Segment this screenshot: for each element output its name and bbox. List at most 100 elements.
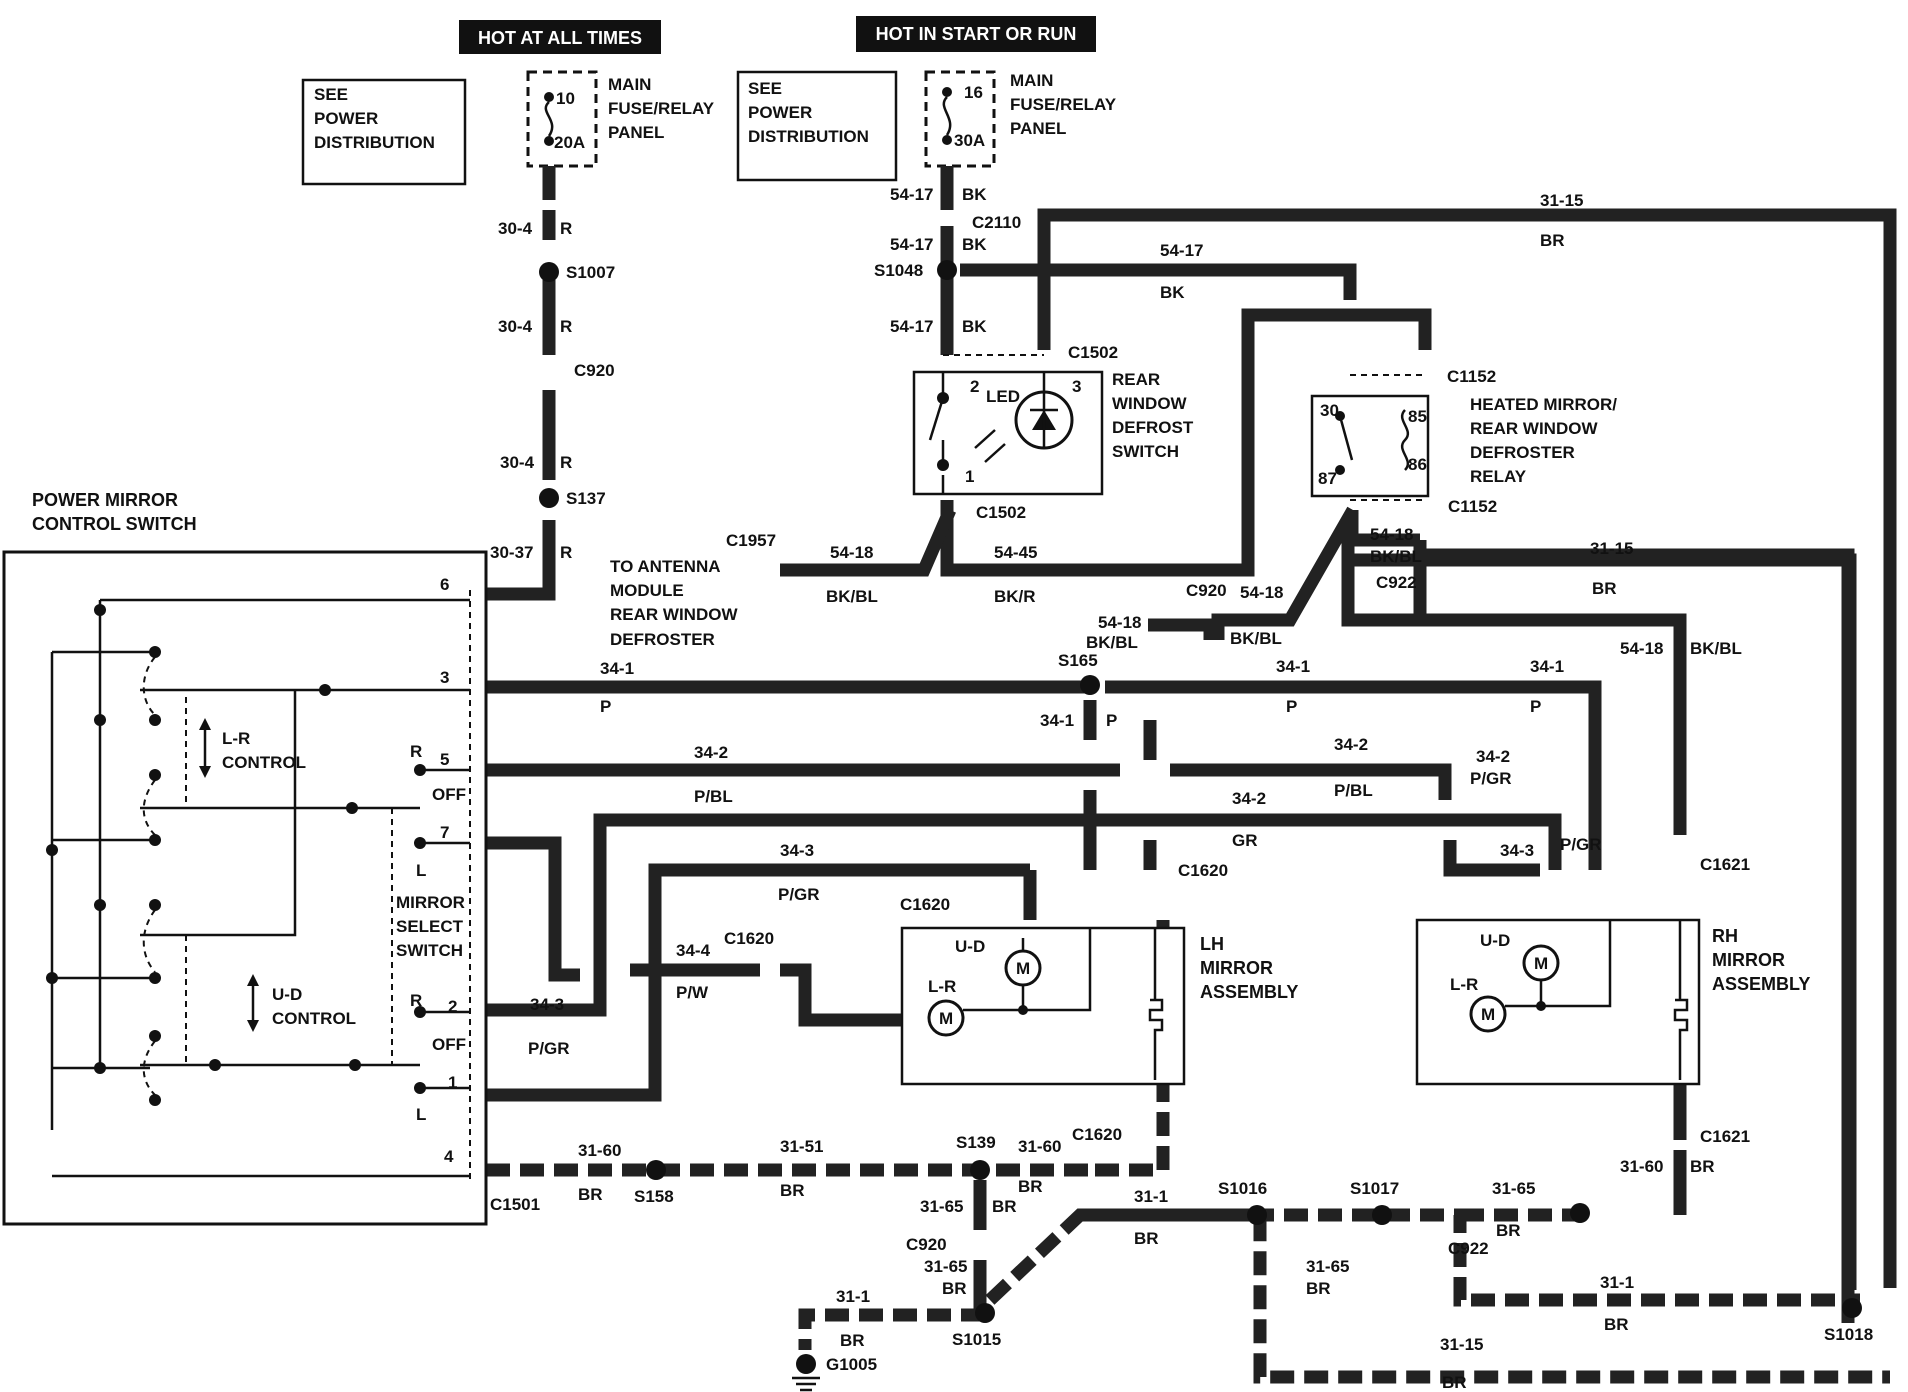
svg-text:34-1: 34-1 [600,659,634,678]
svg-text:DEFROSTER: DEFROSTER [1470,443,1575,462]
svg-text:34-4: 34-4 [676,941,711,960]
wire-54-18-circuit [780,506,1687,835]
svg-text:BR: BR [1496,1221,1521,1240]
splice-s158 [646,1160,666,1180]
svg-text:P/W: P/W [676,983,709,1002]
svg-text:S1015: S1015 [952,1330,1001,1349]
wire-30-4-circuit [486,166,556,601]
svg-text:U-D: U-D [955,937,985,956]
svg-text:P: P [1106,711,1117,730]
svg-text:G1005: G1005 [826,1355,877,1374]
svg-text:BR: BR [1604,1315,1629,1334]
svg-text:31-60: 31-60 [1018,1137,1061,1156]
splice-s1018 [1842,1298,1862,1318]
svg-text:31-1: 31-1 [1600,1273,1634,1292]
svg-text:L: L [416,1105,426,1124]
svg-text:31-65: 31-65 [1306,1257,1349,1276]
svg-text:HOT AT ALL TIMES: HOT AT ALL TIMES [478,28,642,48]
splices [539,260,1862,1392]
svg-text:C1620: C1620 [900,895,950,914]
heated-mirror-relay: 30 85 86 87 HEATED MIRROR/ REAR WINDOW D… [1310,374,1617,501]
wire-34-4-circuit [630,963,905,1027]
svg-text:54-18: 54-18 [830,543,873,562]
svg-text:34-3: 34-3 [780,841,814,860]
svg-text:SEE: SEE [748,79,782,98]
svg-text:BK: BK [962,235,987,254]
svg-text:54-18: 54-18 [1620,639,1663,658]
svg-text:PANEL: PANEL [1010,119,1066,138]
svg-text:GR: GR [1232,831,1258,850]
splice-s1016 [1247,1205,1267,1225]
svg-text:54-18: 54-18 [1370,525,1413,544]
svg-text:C1152: C1152 [1448,497,1497,516]
svg-text:CONTROL: CONTROL [222,753,306,772]
svg-text:DISTRIBUTION: DISTRIBUTION [748,127,869,146]
svg-text:C920: C920 [574,361,615,380]
svg-text:BK/BL: BK/BL [1230,629,1282,648]
svg-text:34-1: 34-1 [1040,711,1074,730]
svg-text:MAIN: MAIN [1010,71,1053,90]
svg-text:30-37: 30-37 [490,543,533,562]
svg-text:LH: LH [1200,934,1224,954]
svg-text:31-60: 31-60 [1620,1157,1663,1176]
splice-s165 [1080,675,1100,695]
splice-s1017 [1372,1205,1392,1225]
svg-text:1: 1 [965,467,974,486]
svg-text:CONTROL: CONTROL [272,1009,356,1028]
svg-text:S1048: S1048 [874,261,923,280]
svg-text:BK: BK [962,185,987,204]
wire-54-45-circuit [940,308,1432,577]
svg-text:FUSE/RELAY: FUSE/RELAY [1010,95,1117,114]
svg-text:31-15: 31-15 [1590,539,1633,558]
wire-34-2-circuit [486,720,1562,870]
svg-text:L-R: L-R [928,977,956,996]
connector-labels: C920 C2110 C1502 C1502 C1152 C1152 C1957… [490,213,1750,1258]
svg-text:30: 30 [1320,401,1339,420]
svg-text:L: L [416,861,426,880]
svg-text:31-15: 31-15 [1540,191,1583,210]
svg-text:C1620: C1620 [1072,1125,1122,1144]
svg-text:31-1: 31-1 [836,1287,870,1306]
splice-s1015 [975,1303,995,1323]
svg-text:POWER: POWER [748,103,812,122]
svg-text:S137: S137 [566,489,606,508]
svg-text:P: P [1286,697,1297,716]
svg-text:P/GR: P/GR [778,885,820,904]
svg-text:31-15: 31-15 [1440,1335,1483,1354]
wire-31-65-31-1-ground [798,1180,1890,1384]
svg-text:R: R [560,317,572,336]
svg-text:HEATED MIRROR/: HEATED MIRROR/ [1470,395,1617,414]
svg-text:M: M [1481,1005,1495,1024]
svg-text:SELECT: SELECT [396,917,464,936]
splice-s1007 [539,262,559,282]
svg-text:OFF: OFF [432,785,466,804]
svg-text:S1007: S1007 [566,263,615,282]
svg-text:R: R [560,543,572,562]
svg-text:30-4: 30-4 [498,219,533,238]
wire-34-1-circuit [486,680,1602,870]
svg-text:MAIN: MAIN [608,75,651,94]
rh-mirror-assembly: M M U-D L-R RH MIRROR ASSEMBLY [1415,918,1810,1086]
svg-text:C920: C920 [1186,581,1227,600]
svg-text:10: 10 [556,89,575,108]
splice-unlabeled [1570,1203,1590,1223]
svg-text:34-1: 34-1 [1276,657,1310,676]
svg-text:3: 3 [440,668,449,687]
svg-text:R: R [560,219,572,238]
svg-text:P: P [1530,697,1541,716]
svg-text:REAR: REAR [1112,370,1160,389]
svg-text:C920: C920 [906,1235,947,1254]
svg-text:30A: 30A [954,131,985,150]
svg-text:MIRROR: MIRROR [396,893,465,912]
svg-text:TO ANTENNA: TO ANTENNA [610,557,721,576]
svg-text:54-45: 54-45 [994,543,1037,562]
svg-text:P/GR: P/GR [528,1039,570,1058]
svg-text:HOT IN START OR RUN: HOT IN START OR RUN [876,24,1077,44]
splice-s137 [539,488,559,508]
svg-text:34-1: 34-1 [1530,657,1564,676]
splice-s139 [970,1160,990,1180]
svg-text:31-65: 31-65 [924,1257,967,1276]
svg-text:P/BL: P/BL [1334,781,1373,800]
svg-text:BR: BR [1540,231,1565,250]
